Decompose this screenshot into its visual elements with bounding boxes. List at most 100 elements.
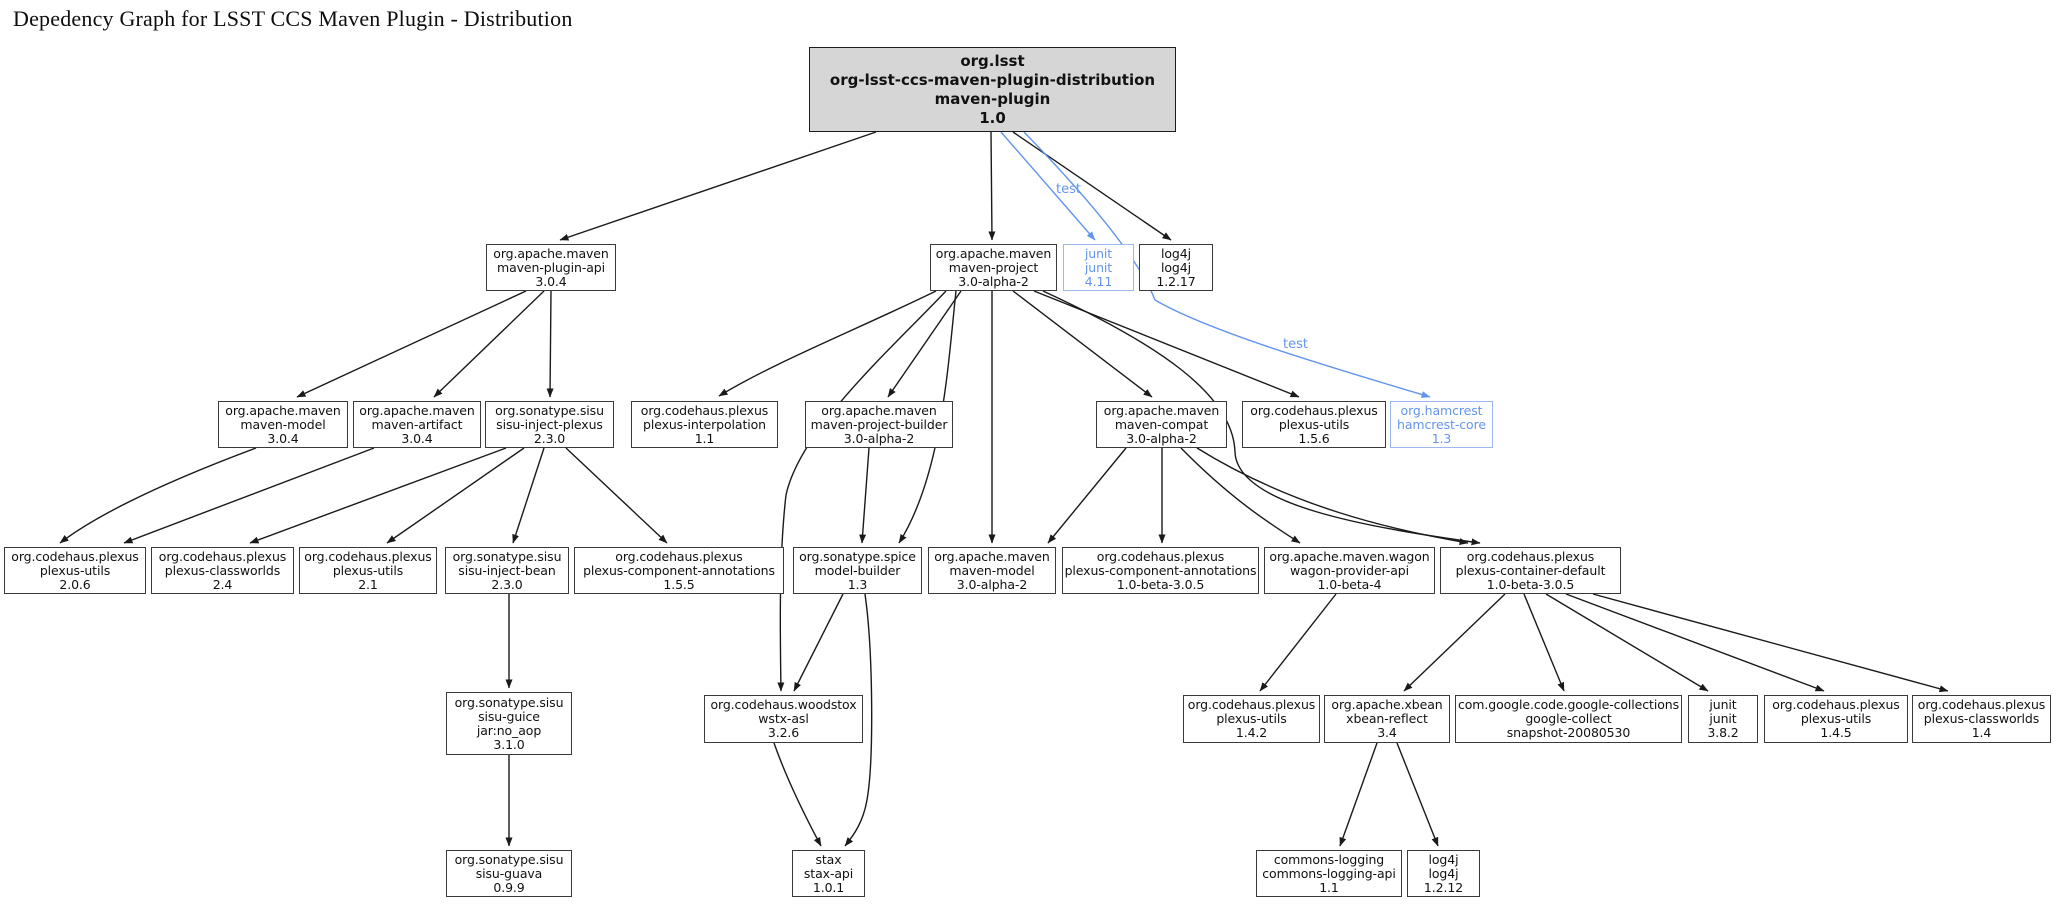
node-text-line: sisu-guice — [478, 708, 540, 724]
node-text-line: maven-model — [949, 562, 1035, 578]
node-text-line: 2.4 — [212, 576, 233, 592]
node-text-line: commons-logging-api — [1262, 865, 1396, 881]
edge-plexus_container_default-to-plexus_utils_1_4_5 — [1565, 593, 1825, 692]
node-text-line: plexus-interpolation — [642, 416, 766, 432]
edge-root-to-maven_plugin_api — [559, 131, 877, 241]
edge-sisu_inject_plexus-to-plexus_component_annotations_1_5_5 — [565, 447, 668, 544]
node-text-line: 3.0-alpha-2 — [958, 273, 1029, 289]
node-text-line: org.apache.maven.wagon — [1269, 548, 1430, 564]
edge-maven_project-to-plexus_interpolation — [718, 290, 937, 397]
node-text-line: sisu-inject-plexus — [496, 416, 603, 432]
node-text-line: 1.0.1 — [812, 879, 845, 895]
node-text-line: org.hamcrest — [1400, 402, 1483, 418]
node-text-line: 3.8.2 — [1707, 725, 1739, 740]
node-text-line: org.lsst — [960, 51, 1025, 70]
node-text-line: wagon-provider-api — [1290, 562, 1409, 578]
node-text-line: 1.3 — [1431, 430, 1452, 446]
node-text-line: plexus-component-annotations — [1064, 562, 1257, 578]
node-text-line: model-builder — [814, 562, 901, 578]
node-text-line: org-lsst-ccs-maven-plugin-distribution — [829, 70, 1156, 89]
edge-maven_artifact-to-plexus_utils_2_0_6 — [123, 447, 375, 544]
node-text-line: 1.1 — [1319, 879, 1339, 895]
node-text-line: 1.2.17 — [1156, 273, 1196, 289]
node-text-line: org.codehaus.plexus — [158, 548, 287, 564]
node-text-line: org.codehaus.plexus — [640, 402, 769, 418]
node-text-line: 4.11 — [1084, 273, 1113, 289]
edge-root-to-maven_project — [988, 131, 996, 241]
edge-maven_compat-to-wagon_provider_api — [1180, 447, 1301, 544]
node-text-line: maven-project — [948, 259, 1039, 275]
node-text-line: sisu-inject-bean — [458, 562, 556, 578]
edge-sisu_inject_plexus-to-sisu_inject_bean — [512, 447, 545, 544]
node-text-line: jar:no_aop — [476, 722, 542, 738]
node-text-line: maven-plugin — [934, 89, 1051, 108]
edge-maven_project-to-wstx_asl — [777, 290, 947, 692]
node-text-line: plexus-container-default — [1455, 562, 1606, 578]
node-text-line: 3.4 — [1377, 725, 1397, 740]
node-text-line: 3.2.6 — [767, 725, 800, 740]
node-text-line: 3.0.4 — [535, 273, 567, 289]
edge-sisu_inject_plexus-to-plexus_classworlds_2_4 — [249, 447, 507, 544]
node-text-line: commons-logging — [1273, 851, 1385, 867]
edge-maven_project-to-maven_compat — [1012, 290, 1153, 398]
node-text-line: org.codehaus.plexus — [1917, 697, 2046, 712]
node-text-line: maven-plugin-api — [497, 259, 605, 275]
node-text-line: 1.4.2 — [1235, 725, 1268, 740]
node-text-line: 3.0-alpha-2 — [1126, 430, 1197, 446]
edge-maven_project-to-plexus_container_default — [1042, 290, 1481, 546]
node-text-line: org.apache.maven — [1103, 402, 1220, 418]
node-text-line: org.codehaus.woodstox — [710, 697, 857, 712]
edge-maven_plugin_api-to-sisu_inject_plexus — [546, 290, 554, 398]
node-text-line: wstx-asl — [758, 711, 809, 726]
edge-maven_project-to-plexus_utils_1_5_6 — [1033, 290, 1300, 398]
node-text-line: google-collect — [1525, 711, 1612, 726]
node-text-line: 1.4.5 — [1820, 725, 1852, 740]
node-text-line: junit — [1084, 259, 1113, 275]
node-text-line: 1.0-beta-4 — [1317, 576, 1382, 592]
edge-root-to-junit_4_11 — [1000, 131, 1096, 241]
node-text-line: 1.5.6 — [1298, 430, 1330, 446]
node-text-line: 3.0.4 — [401, 430, 433, 446]
node-text-line: org.apache.maven — [935, 245, 1052, 261]
node-text-line: 1.1 — [694, 430, 715, 446]
node-text-line: log4j — [1161, 245, 1191, 261]
edge-sisu_inject_plexus-to-plexus_utils_2_1 — [386, 447, 525, 544]
node-text-line: 1.5.5 — [663, 576, 695, 592]
node-text-line: org.sonatype.spice — [799, 548, 916, 564]
edge-maven_plugin_api-to-maven_artifact — [433, 290, 545, 398]
node-text-line: junit — [1709, 697, 1737, 712]
node-text-line: org.apache.maven — [821, 402, 937, 418]
node-text-line: hamcrest-core — [1397, 416, 1486, 432]
node-text-line: plexus-utils — [1278, 416, 1350, 432]
node-text-line: 1.0-beta-3.0.5 — [1116, 576, 1205, 592]
node-text-line: org.sonatype.sisu — [454, 851, 564, 867]
node-text-line: 2.0.6 — [59, 576, 91, 592]
node-text-line: 3.0-alpha-2 — [956, 576, 1028, 592]
node-text-line: plexus-classworlds — [1923, 711, 2040, 726]
edge-maven_compat-to-plexus_container_default — [1196, 447, 1469, 546]
node-text-line: maven-artifact — [371, 416, 463, 432]
node-text-line: plexus-classworlds — [164, 562, 281, 578]
